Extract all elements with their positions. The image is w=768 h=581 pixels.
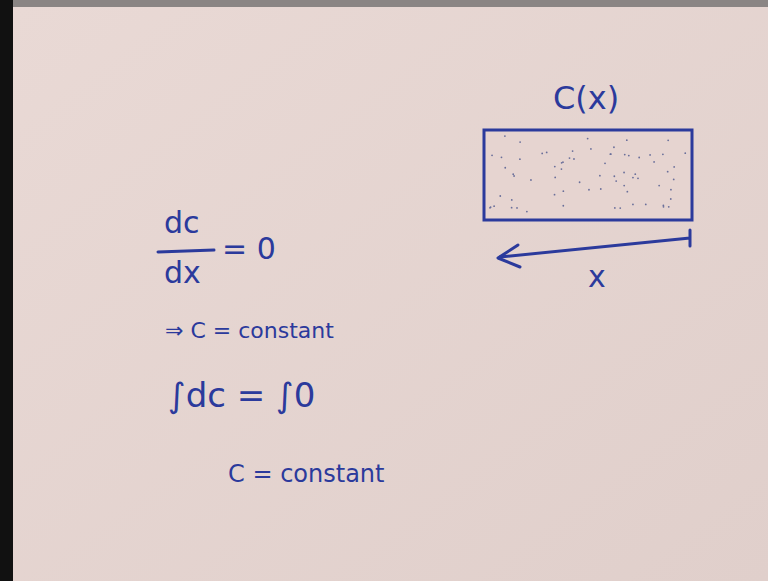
- particle-dot: [599, 175, 601, 177]
- particle-dot: [600, 188, 602, 190]
- particle-dot: [513, 175, 515, 177]
- particle-dot: [541, 152, 543, 154]
- particle-dot: [609, 153, 611, 155]
- function-label: C(x): [553, 82, 619, 114]
- particle-dot: [516, 207, 518, 209]
- particle-dot: [554, 177, 556, 179]
- particle-dot: [628, 155, 630, 157]
- particle-dot: [562, 190, 564, 192]
- particle-dot: [613, 175, 615, 177]
- particle-dot: [511, 207, 513, 209]
- axis-label: x: [588, 262, 606, 292]
- particle-dot: [673, 166, 675, 168]
- particle-dot: [493, 205, 495, 207]
- particle-dot: [569, 157, 571, 159]
- particles: [489, 135, 686, 212]
- particle-dot: [658, 185, 660, 187]
- particle-dot: [519, 158, 521, 160]
- particle-dot: [573, 158, 575, 160]
- particle-dot: [489, 207, 491, 209]
- particle-dot: [632, 204, 634, 206]
- particle-dot: [490, 206, 492, 208]
- particle-dot: [670, 189, 672, 191]
- particle-dot: [623, 172, 625, 174]
- particle-dot: [670, 198, 672, 200]
- particle-dot: [638, 157, 640, 159]
- particle-dot: [668, 206, 670, 208]
- particle-dot: [615, 180, 617, 182]
- particle-dot: [634, 173, 636, 175]
- particle-dot: [590, 148, 592, 150]
- implication: ⇒ C = constant: [165, 320, 334, 342]
- result: C = constant: [228, 462, 384, 486]
- particle-dot: [624, 154, 626, 156]
- numerator: dc: [164, 208, 200, 238]
- denominator: dx: [164, 258, 201, 288]
- particle-dot: [610, 153, 612, 155]
- particle-dot: [554, 166, 556, 168]
- particle-dot: [511, 199, 513, 201]
- paper: [12, 6, 768, 581]
- top-edge: [0, 0, 768, 7]
- particle-dot: [519, 141, 521, 143]
- fraction-bar: [158, 250, 214, 252]
- particle-dot: [662, 153, 664, 155]
- particle-dot: [530, 179, 532, 181]
- particle-dot: [649, 154, 651, 156]
- particle-dot: [554, 194, 556, 196]
- particle-dot: [653, 161, 655, 163]
- particle-dot: [684, 152, 686, 154]
- equation-rhs: = 0: [222, 234, 276, 264]
- particle-dot: [504, 167, 506, 169]
- particle-dot: [626, 139, 628, 141]
- particle-dot: [614, 207, 616, 209]
- particle-dot: [562, 205, 564, 207]
- arrowhead: [498, 245, 520, 267]
- particle-dot: [501, 156, 503, 158]
- particle-dot: [491, 154, 493, 156]
- particle-dot: [561, 162, 563, 164]
- integral-equation: ∫dc = ∫0: [168, 378, 315, 412]
- particle-dot: [619, 207, 621, 209]
- particle-dot: [587, 138, 589, 140]
- particle-dot: [504, 135, 506, 137]
- particle-dot: [604, 162, 606, 164]
- particle-dot: [613, 146, 615, 148]
- left-edge: [0, 0, 13, 581]
- particle-dot: [645, 204, 647, 206]
- particle-dot: [572, 150, 574, 152]
- particle-dot: [579, 181, 581, 183]
- particle-dot: [499, 195, 501, 197]
- particle-dot: [561, 168, 563, 170]
- particle-dot: [626, 191, 628, 193]
- particle-dot: [546, 152, 548, 154]
- particle-dot: [667, 139, 669, 141]
- particle-dot: [588, 189, 590, 191]
- particle-dot: [512, 173, 514, 175]
- particle-dot: [526, 211, 528, 213]
- particle-dot: [632, 177, 634, 179]
- particle-dot: [663, 206, 665, 208]
- particle-dot: [623, 185, 625, 187]
- domain-box: [484, 130, 692, 220]
- particle-dot: [637, 177, 639, 179]
- x-axis-arrow: [500, 230, 690, 257]
- particle-dot: [673, 179, 675, 181]
- particle-dot: [667, 171, 669, 173]
